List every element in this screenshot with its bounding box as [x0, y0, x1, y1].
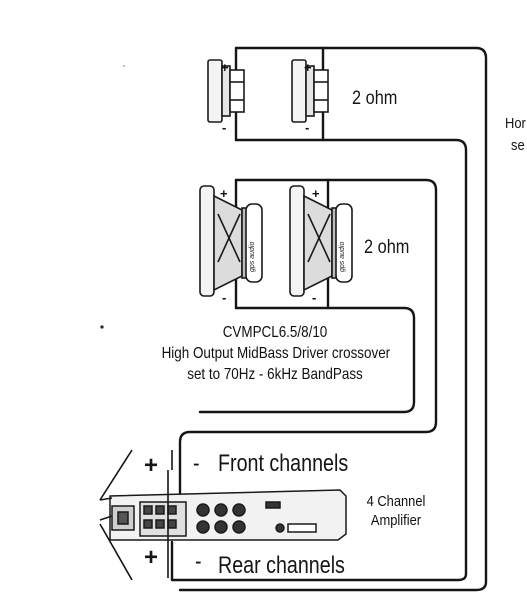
midbass-right-brand: gps audio [339, 242, 346, 272]
amplifier-label: 4 Channel Amplifier [362, 492, 431, 530]
amplifier-unit [99, 489, 347, 541]
rear-minus-sign: - [195, 548, 202, 575]
crossover-description: High Output MidBass Driver crossover [161, 345, 391, 362]
midbass-speaker-right [289, 185, 353, 297]
midbass-left-brand: gps audio [249, 242, 256, 272]
midbass-wire-top [178, 178, 438, 502]
stray-dot [100, 325, 104, 329]
midbass-wire-bottom [198, 306, 416, 414]
midbass-left-minus: - [222, 290, 226, 305]
crossover-bandpass: set to 70Hz - 6kHz BandPass [187, 366, 363, 383]
front-plus-sign: + [144, 452, 159, 479]
front-channels-label: Front channels [218, 450, 349, 477]
tweeter-left-minus: - [222, 120, 226, 135]
stray-dot [123, 65, 125, 67]
side-note-line1: Hor [505, 115, 526, 132]
crossover-note: CVMPCL6.5/8/10 High Output MidBass Drive… [161, 322, 391, 385]
tweeter-right-plus: + [304, 60, 312, 75]
tweeter-impedance-label: 2 ohm [352, 88, 398, 109]
tweeter-wire-bottom [170, 138, 468, 582]
tweeter-right-minus: - [305, 120, 309, 135]
rear-channels-label: Rear channels [218, 552, 345, 579]
rear-plus-sign: + [144, 544, 159, 571]
midbass-left-plus: + [220, 186, 228, 201]
tweeter-wire-top [178, 46, 488, 592]
channel-leader-lines [99, 449, 173, 581]
tweeter-left-plus: + [221, 60, 229, 75]
side-note-line2: se [511, 137, 525, 154]
midbass-right-minus: - [312, 290, 316, 305]
crossover-model: CVMPCL6.5/8/10 [222, 324, 328, 341]
midbass-right-plus: + [312, 186, 320, 201]
amplifier-label-line2: Amplifier [370, 512, 422, 529]
amplifier-label-line1: 4 Channel [366, 493, 426, 510]
tweeter-speaker-left [207, 59, 245, 123]
tweeter-speaker-right [291, 59, 329, 123]
midbass-speaker-left [199, 185, 263, 297]
front-minus-sign: - [193, 450, 200, 477]
midbass-impedance-label: 2 ohm [364, 237, 410, 258]
